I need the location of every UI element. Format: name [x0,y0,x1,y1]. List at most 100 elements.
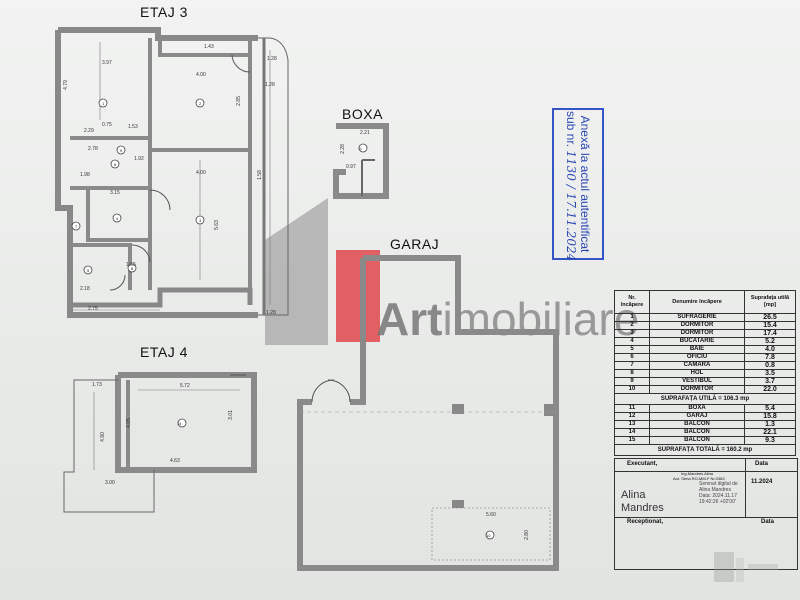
signature-date: 11.2024 [751,479,773,485]
room-number: 14 [177,421,182,426]
sig-first-name: Alina [621,489,646,501]
rooms-table: Nr. încăpere Denumire încăpere Suprafața… [614,290,796,456]
table-cell-area: 22.1 [744,428,796,437]
executant-label: Executant, [627,461,658,467]
room-number: 5 [87,268,90,273]
table-cell-name: DORMITOR [649,329,745,338]
table-cell-name: DORMITOR [649,385,745,394]
room-number: 1 [102,101,105,106]
table-cell-nr: 6 [614,353,650,362]
table-cell-name: OFICIU [649,353,745,362]
digital-signature-cert: Semnat digital de Alina Mandres Data: 20… [699,481,738,505]
etaj3-plan [55,27,289,318]
header-nr: Nr. încăpere [614,290,650,314]
table-cell-area: 3.7 [744,377,796,386]
cert-line: Semnat digital de [699,481,738,487]
watermark-red-block [336,250,380,342]
dim: 4.00 [196,72,206,78]
dim: 2.29 [84,128,94,134]
table-cell-nr: 15 [614,436,650,445]
title-etaj4: ETAJ 4 [140,344,188,360]
dim: 1.28 [266,310,276,316]
watermark-logo: Artimobiliare [376,292,639,346]
table-cell-name: SUFRAGERIE [649,313,745,322]
dim: 2.18 [80,286,90,292]
table-row-total: SUPRAFAȚA TOTALĂ = 160.2 mp [614,444,796,456]
table-cell-name: CAMARA [649,361,745,370]
sig-last-name: Mandres [621,502,664,514]
etaj4-plan [63,372,257,513]
table-cell-nr: 9 [614,377,650,386]
watermark-brand-rest: imobiliare [442,293,640,345]
table-cell-nr: 7 [614,361,650,370]
dim: 1.98 [80,172,90,178]
boxa-plan [333,123,389,199]
receptionat-label: Receptionat, [627,519,664,525]
watermark-brand-bold: Art [376,293,443,345]
table-cell-name: BALCON [649,420,745,429]
corner-watermark-icon [714,552,778,582]
table-cell-area: 15.4 [744,321,796,330]
dim: 2.78 [88,146,98,152]
authentication-stamp: Anexă la actul autentificat sub nr. 1130… [552,108,604,262]
table-cell-name: BUCATARIE [649,337,745,346]
data-label-2: Data [761,519,775,525]
table-cell-area: 26.5 [744,313,796,322]
dim: 2.21 [360,130,370,136]
stamp-handwritten-number: 1130 / 17.11.2024 [564,150,578,262]
table-cell-name: DORMITOR [649,321,745,330]
garaj-plan [297,255,559,571]
stamp-line2-prefix: sub nr. [564,111,578,148]
table-cell-name: BALCON [649,436,745,445]
dim: 3.00 [105,480,115,486]
header-name: Denumire încăpere [649,290,745,314]
table-cell-name: BOXA [649,404,745,413]
table-cell-name: BALCON [649,428,745,437]
dim: 4.00 [196,170,206,176]
room-number: 6 [114,162,117,167]
signature-handwritten-name: Alina Mandres [621,489,664,515]
table-cell-name: BAIE [649,345,745,354]
table-cell-name: VESTIBUL [649,377,745,386]
table-cell-name: HOL [649,369,745,378]
dim: 5.72 [180,383,190,389]
title-boxa: BOXA [342,106,383,122]
room-number: 3 [199,218,202,223]
subtotal-util: SUPRAFAȚA UTILĂ = 106.3 mp [614,393,796,405]
room-markers [71,98,495,540]
table-cell-name: GARAJ [649,412,745,421]
table-cell-nr: 14 [614,428,650,437]
table-cell-nr: 13 [614,420,650,429]
table-cell-area: 5.4 [744,404,796,413]
table-cell-area: 9.3 [744,436,796,445]
table-header-row: Nr. încăpere Denumire încăpere Suprafața… [614,290,796,314]
table-cell-nr: 11 [614,404,650,413]
room-number: 9 [120,148,123,153]
dim: 1.28 [267,56,277,62]
dim: 5.60 [486,512,496,518]
table-row-subtotal: SUPRAFAȚA UTILĂ = 106.3 mp [614,393,796,405]
engineer-authorization: Aut. Seria RO-MM-F Nr.0383 [673,476,725,481]
table-cell-area: 5.2 [744,337,796,346]
data-label: Data [755,461,769,467]
title-etaj3: ETAJ 3 [140,4,188,20]
dim: 1.73 [92,382,102,388]
dim: 0.97 [346,164,356,170]
table-cell-nr: 12 [614,412,650,421]
table-cell-area: 7.8 [744,353,796,362]
dim: 3.97 [102,60,112,66]
title-garaj: GARAJ [390,236,440,252]
